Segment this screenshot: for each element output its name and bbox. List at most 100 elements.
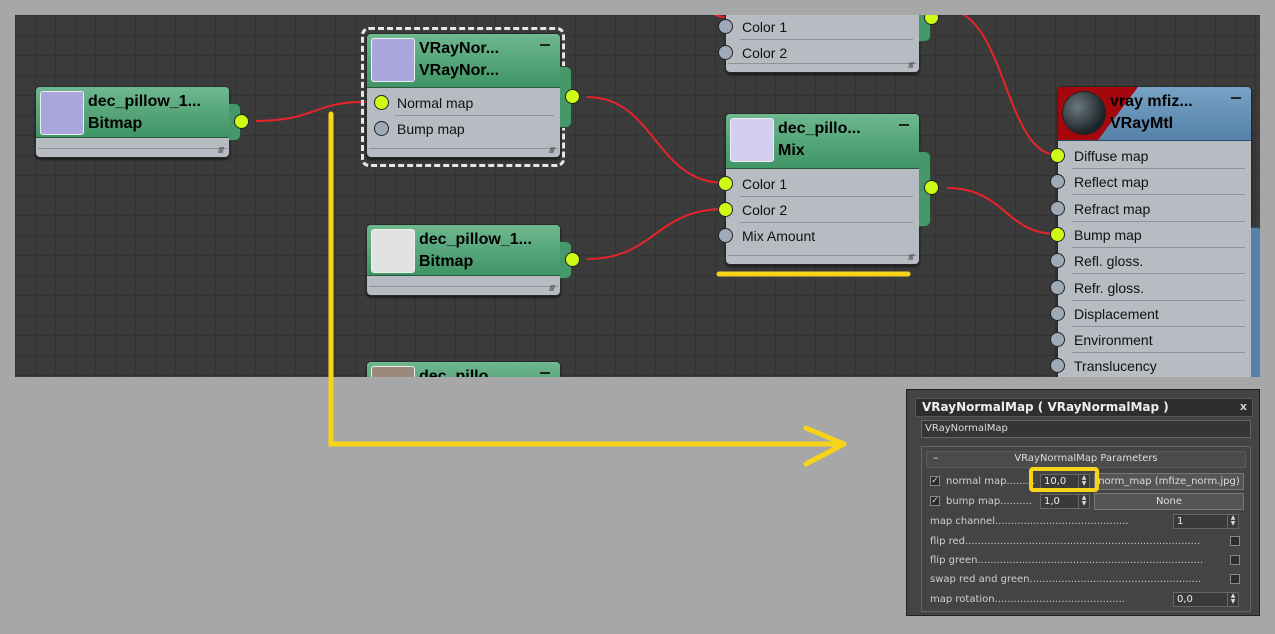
input-refr-gloss[interactable]: Refr. gloss.	[1050, 275, 1251, 301]
input-label: Refl. gloss.	[1074, 253, 1144, 270]
node-bitmap-1[interactable]: dec_pillow_1... Bitmap ////	[35, 86, 249, 158]
input-environment[interactable]: Environment	[1050, 327, 1251, 354]
input-label: Refract map	[1074, 200, 1151, 217]
input-socket[interactable]	[1050, 279, 1065, 295]
material-sphere-icon	[1062, 91, 1106, 135]
flip-red-checkbox[interactable]	[1230, 536, 1240, 546]
node-partial-top[interactable]: Color 1 Color 2 ////	[718, 15, 939, 73]
input-socket[interactable]	[718, 45, 733, 60]
input-socket[interactable]	[374, 95, 389, 110]
input-translucency[interactable]: Translucency	[1050, 353, 1251, 377]
node-name: vray mfiz...	[1110, 93, 1193, 110]
input-reflect-map[interactable]: Reflect map	[1050, 169, 1251, 196]
input-label: Diffuse map	[1074, 148, 1149, 164]
wire-mix-to-bump	[946, 187, 1058, 235]
node-bitmap-2[interactable]: dec_pillow_1... Bitmap ////	[366, 224, 580, 296]
input-socket[interactable]	[1050, 332, 1065, 348]
minimize-icon[interactable]	[1231, 97, 1241, 99]
node-type: VRayNor...	[419, 62, 500, 79]
input-mix-amount[interactable]: Mix Amount	[718, 223, 919, 249]
output-socket[interactable]	[565, 252, 580, 267]
normal-map-button[interactable]: norm_map (mfize_norm.jpg)	[1094, 473, 1244, 490]
node-name: dec_pillo...	[419, 368, 502, 377]
input-refl-gloss[interactable]: Refl. gloss.	[1050, 248, 1251, 275]
input-label: Reflect map	[1074, 174, 1149, 191]
input-socket[interactable]	[1050, 305, 1065, 321]
input-socket[interactable]	[1050, 253, 1065, 269]
node-name: dec_pillow_1...	[419, 231, 532, 248]
input-socket[interactable]	[718, 228, 733, 243]
normalmap-thumbnail	[371, 38, 415, 82]
input-color-2[interactable]: Color 2	[718, 197, 919, 223]
resize-grip[interactable]: ////	[38, 146, 227, 155]
rollout-header[interactable]: – VRayNormalMap Parameters	[926, 451, 1246, 468]
input-socket[interactable]	[374, 121, 389, 136]
resize-grip[interactable]: ////	[369, 284, 558, 293]
annotation-arrow	[328, 111, 843, 447]
name-field[interactable]: VRayNormalMap	[921, 420, 1251, 438]
input-color-2[interactable]: Color 2	[718, 40, 919, 66]
input-bump-map[interactable]: Bump map	[1050, 222, 1251, 248]
minimize-icon[interactable]	[540, 372, 550, 374]
input-socket[interactable]	[1050, 358, 1065, 374]
wire-normal-to-mix	[586, 96, 726, 184]
node-mix[interactable]: dec_pillo... Mix Color 1 Color 2 Mix Amo…	[718, 113, 939, 265]
bump-map-checkbox[interactable]: ✓	[930, 496, 940, 506]
input-socket[interactable]	[1050, 226, 1065, 242]
minimize-icon[interactable]	[540, 44, 550, 46]
panel-title-bar: VRayNormalMap ( VRayNormalMap ) x	[915, 398, 1253, 417]
node-vraynormalmap[interactable]: VRayNor... VRayNor... Normal map Bump ma…	[366, 33, 580, 158]
wire-top-to-diffuse	[961, 15, 1058, 156]
input-refract-map[interactable]: Refract map	[1050, 196, 1251, 222]
bump-map-amount-spinner[interactable]: 1,0▲▼	[1040, 494, 1090, 509]
node-type: Mix	[778, 142, 805, 159]
panel-title: VRayNormalMap ( VRayNormalMap )	[922, 400, 1169, 414]
input-socket[interactable]	[718, 202, 733, 217]
row-bump-map: ✓ bump map.......... 1,0▲▼ None	[930, 493, 1246, 511]
highlight-box-normal-amount	[1029, 467, 1099, 492]
vraynormalmap-panel: VRayNormalMap ( VRayNormalMap ) x VRayNo…	[906, 389, 1260, 616]
row-normal-map: ✓ normal map......... 10,0▲▼ norm_map (m…	[930, 473, 1246, 491]
input-color-1[interactable]: Color 1	[718, 15, 919, 40]
input-socket[interactable]	[718, 176, 733, 191]
input-socket[interactable]	[1050, 148, 1065, 163]
node-editor-canvas[interactable]: dec_pillow_1... Bitmap //// VRayNor... V…	[15, 15, 1260, 377]
row-flip-red: flip red................................…	[930, 533, 1246, 551]
output-tab	[1251, 227, 1260, 377]
normal-map-checkbox[interactable]: ✓	[930, 476, 940, 486]
input-socket[interactable]	[718, 19, 733, 34]
input-label: Environment	[1074, 332, 1153, 349]
swap-red-green-checkbox[interactable]	[1230, 574, 1240, 584]
bitmap-thumbnail	[371, 366, 415, 377]
parameters-rollout: – VRayNormalMap Parameters ✓ normal map.…	[921, 446, 1251, 612]
resize-grip[interactable]: ////	[728, 61, 917, 70]
node-type: VRayMtl	[1110, 115, 1174, 132]
input-bump-map[interactable]: Bump map	[367, 116, 560, 142]
input-label: Refr. gloss.	[1074, 279, 1145, 296]
resize-grip[interactable]: ////	[369, 146, 558, 155]
output-socket[interactable]	[924, 15, 939, 25]
flip-green-checkbox[interactable]	[1230, 555, 1240, 565]
input-socket[interactable]	[1050, 200, 1065, 216]
bump-map-button[interactable]: None	[1094, 493, 1244, 510]
output-socket[interactable]	[234, 114, 249, 129]
collapse-icon[interactable]: –	[933, 451, 939, 464]
output-socket[interactable]	[565, 89, 580, 104]
row-map-rotation: map rotation............................…	[930, 591, 1246, 609]
input-socket[interactable]	[1050, 174, 1065, 190]
resize-grip[interactable]: ////	[728, 253, 917, 262]
close-icon[interactable]: x	[1239, 400, 1247, 413]
input-normal-map[interactable]: Normal map	[367, 90, 560, 116]
input-label: Translucency	[1074, 358, 1157, 375]
node-type: Bitmap	[88, 115, 143, 132]
map-channel-spinner[interactable]: 1▲▼	[1173, 514, 1239, 529]
input-displacement[interactable]: Displacement	[1050, 301, 1251, 327]
minimize-icon[interactable]	[899, 124, 909, 126]
input-diffuse-map[interactable]: Diffuse map	[1050, 143, 1251, 169]
node-bitmap-3[interactable]: dec_pillo...	[366, 361, 561, 377]
output-socket[interactable]	[924, 180, 939, 195]
wires-layer	[255, 15, 1058, 260]
map-rotation-spinner[interactable]: 0,0▲▼	[1173, 592, 1239, 607]
input-color-1[interactable]: Color 1	[718, 171, 919, 197]
